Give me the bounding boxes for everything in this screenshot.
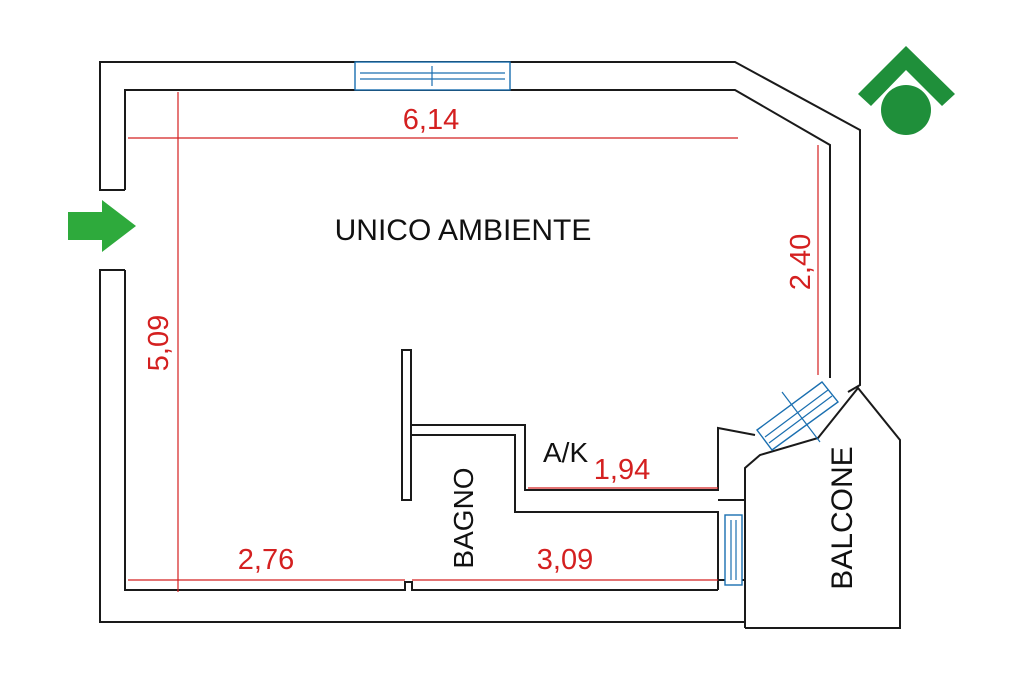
balcony-door xyxy=(756,381,840,451)
dim-label-bottom-left: 2,76 xyxy=(238,544,294,576)
room-label-balcony: BALCONE xyxy=(826,446,859,589)
window-bathroom xyxy=(724,514,743,586)
entry-arrow-icon xyxy=(68,200,136,252)
dim-label-right-upper: 2,40 xyxy=(785,234,817,290)
agency-logo-icon xyxy=(858,46,955,135)
dim-label-kitchen-width: 1,94 xyxy=(594,454,650,486)
dim-label-bottom-right: 3,09 xyxy=(537,544,593,576)
room-label-kitchen: A/K xyxy=(543,437,588,468)
dim-label-left-height: 5,09 xyxy=(143,315,175,371)
window-top xyxy=(354,61,511,91)
balcony-outline xyxy=(744,386,901,629)
room-label-main: UNICO AMBIENTE xyxy=(335,214,592,247)
dimension-lines xyxy=(128,92,819,592)
outer-walls xyxy=(99,61,861,623)
room-label-bath: BAGNO xyxy=(448,467,479,568)
dim-label-top-width: 6,14 xyxy=(403,104,459,136)
